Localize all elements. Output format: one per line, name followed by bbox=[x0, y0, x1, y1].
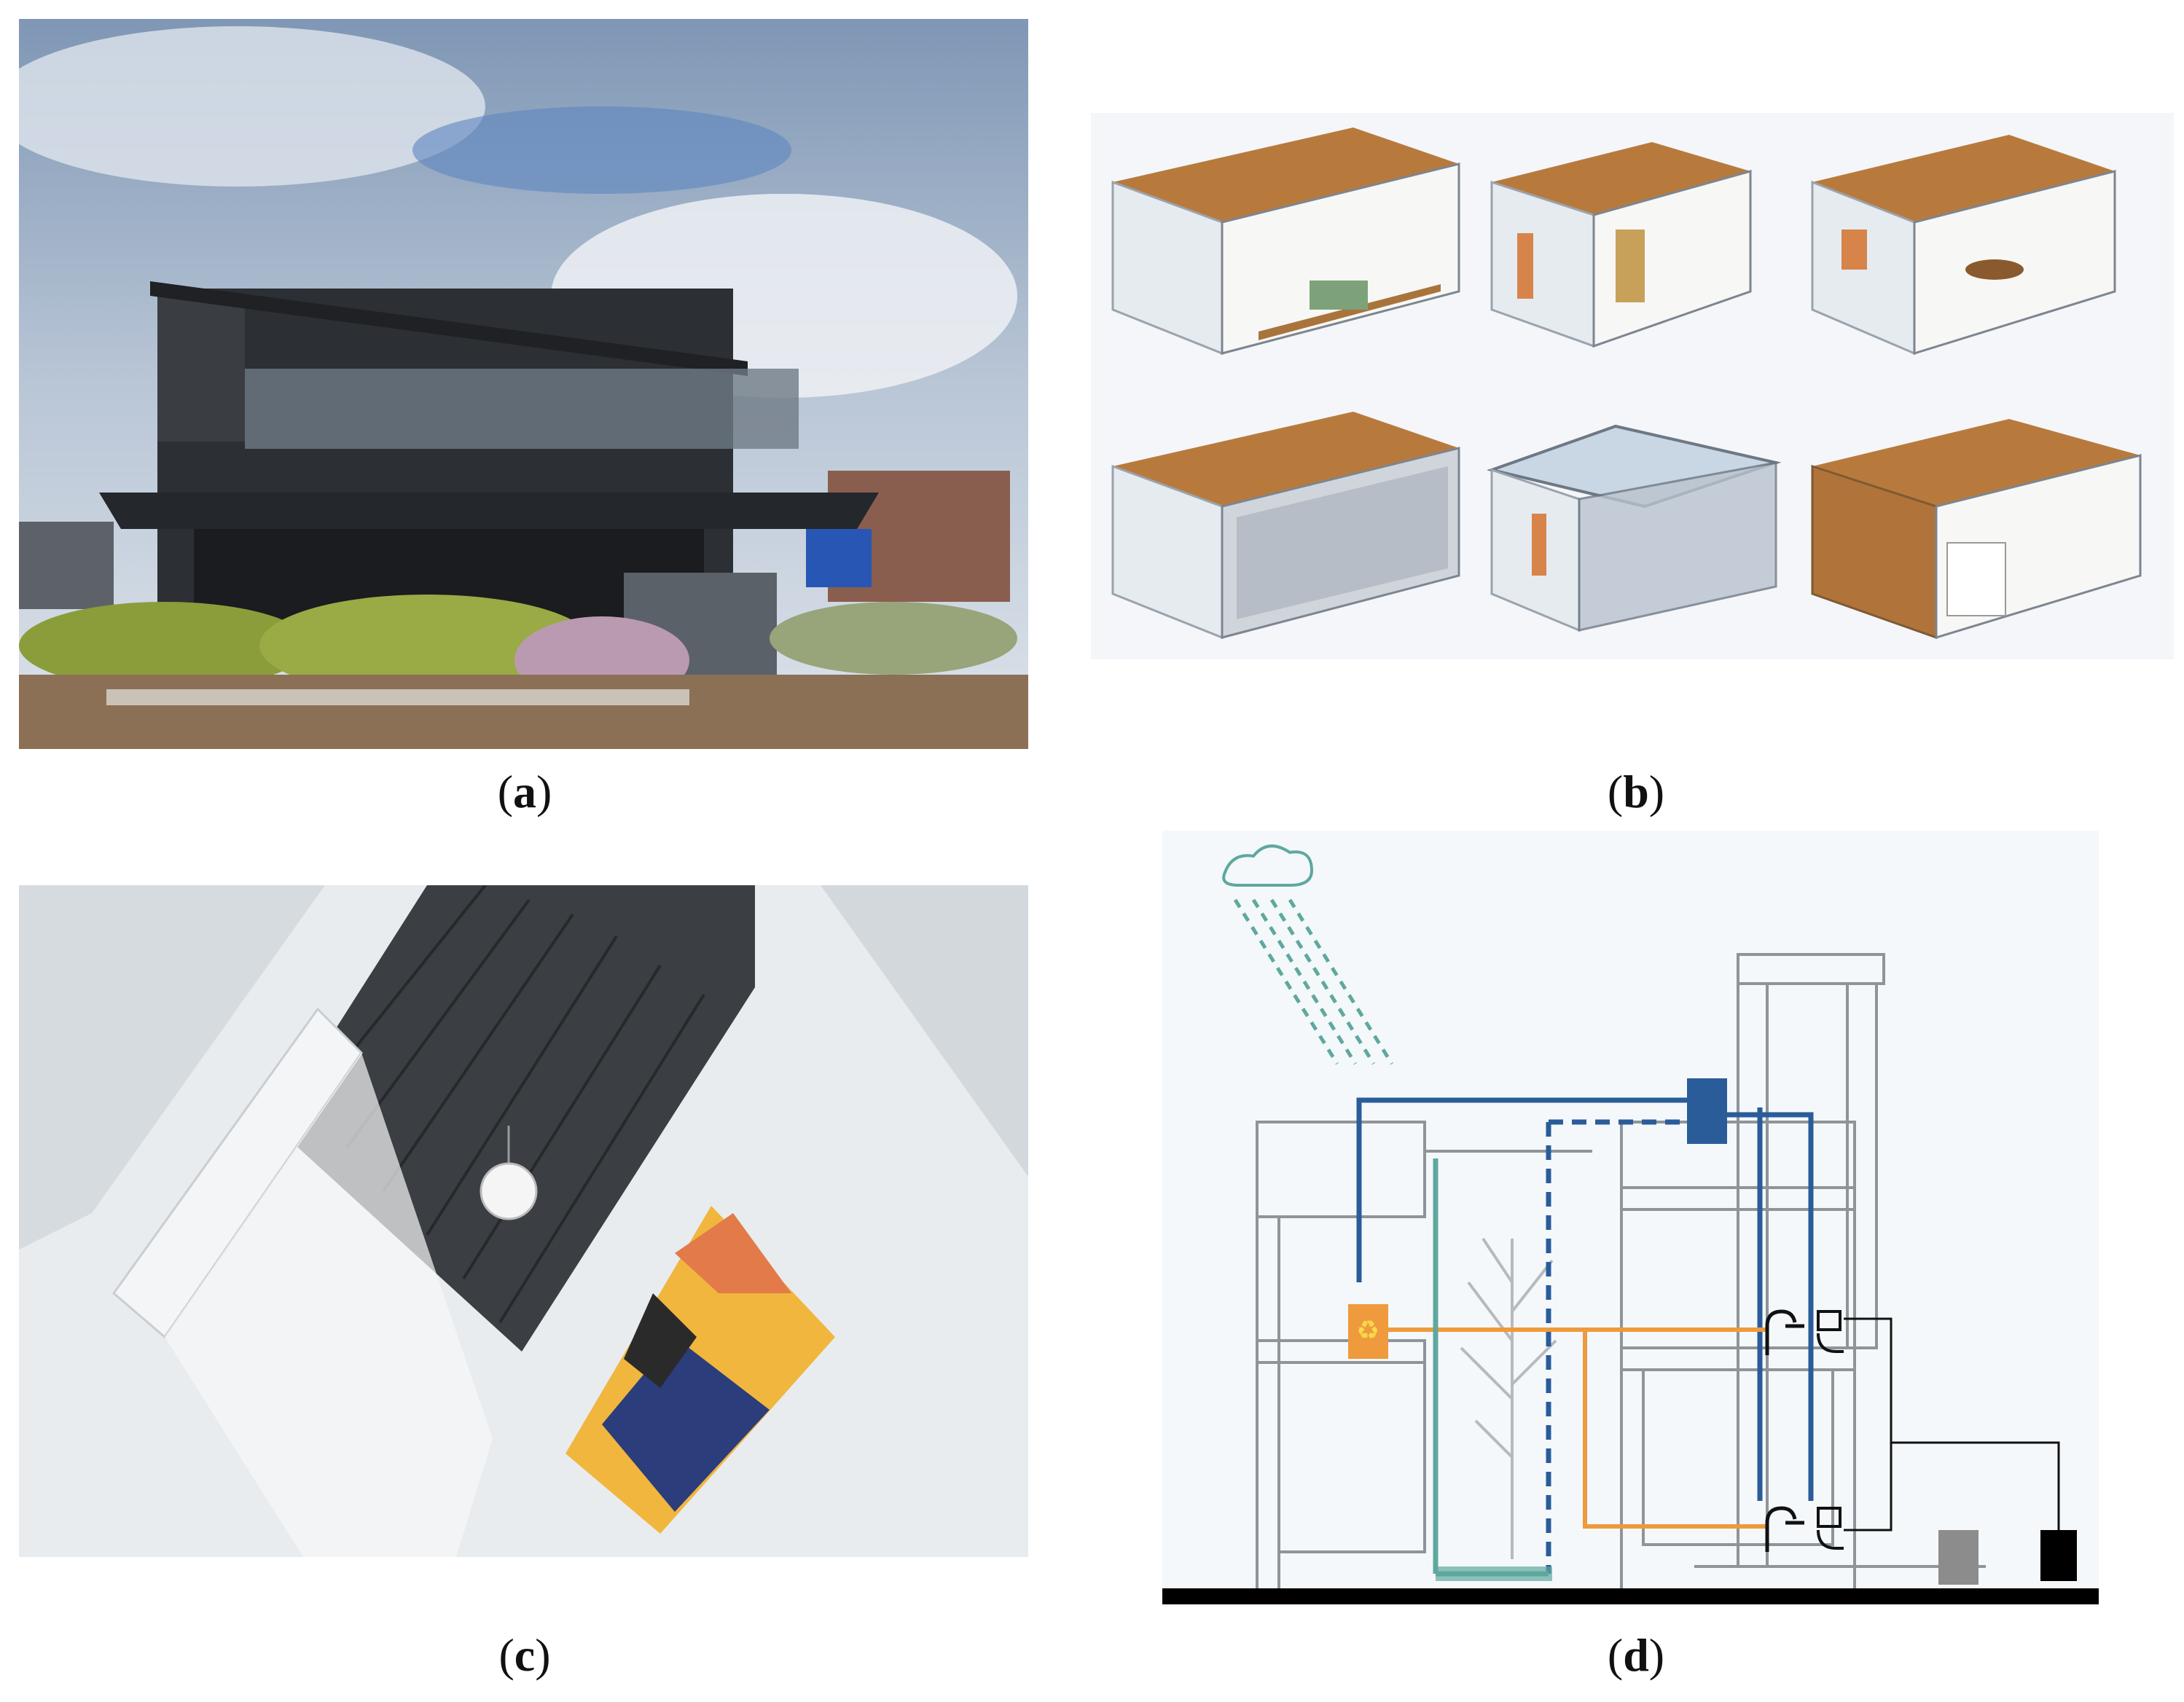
caption-b-letter: b bbox=[1623, 766, 1649, 817]
module-1 bbox=[1111, 128, 1460, 356]
panel-d-diagram: ♻ bbox=[1162, 831, 2099, 1607]
recycling-unit bbox=[1348, 1304, 1388, 1359]
shower-icon-upper bbox=[1765, 1309, 1804, 1355]
caption-c: (c) bbox=[498, 1629, 551, 1681]
tree-icon bbox=[1460, 1237, 1557, 1559]
module-4 bbox=[1111, 412, 1460, 640]
caption-a-letter: a bbox=[513, 766, 536, 817]
orange-pipes bbox=[1374, 1328, 1767, 1529]
exterior-house-illustration bbox=[19, 19, 1028, 749]
black-tank bbox=[2040, 1530, 2077, 1581]
building-section bbox=[1256, 953, 1986, 1604]
caption-d: (d) bbox=[1607, 1629, 1665, 1681]
cloud-icon bbox=[1222, 844, 1314, 887]
panel-b-modules bbox=[1091, 113, 2174, 659]
caption-d-letter: d bbox=[1623, 1629, 1649, 1681]
caption-c-letter: c bbox=[514, 1629, 536, 1681]
caption-b: (b) bbox=[1607, 766, 1665, 817]
ground-line bbox=[1162, 1588, 2099, 1604]
drain-lines bbox=[1844, 1317, 2060, 1566]
water-tank bbox=[1687, 1078, 1727, 1144]
panel-a-photo bbox=[19, 19, 1028, 749]
module-2 bbox=[1490, 142, 1752, 348]
water-system-diagram: ♻ bbox=[1162, 831, 2099, 1607]
recycle-icon: ♻ bbox=[1356, 1316, 1379, 1346]
blue-pipes bbox=[1356, 1097, 1814, 1574]
toilet-icon-upper bbox=[1817, 1310, 1844, 1353]
interior-ceiling-illustration bbox=[19, 885, 1028, 1557]
panel-c-photo bbox=[19, 885, 1028, 1557]
module-6 bbox=[1811, 419, 2142, 640]
module-3 bbox=[1811, 135, 2116, 356]
isometric-modules-illustration bbox=[1091, 113, 2174, 659]
caption-a: (a) bbox=[497, 766, 552, 817]
toilet-icon-lower bbox=[1817, 1507, 1844, 1550]
module-5 bbox=[1486, 424, 1782, 632]
grey-tank bbox=[1938, 1530, 1978, 1585]
rain-lines bbox=[1233, 898, 1394, 1065]
shower-icon-lower bbox=[1765, 1506, 1804, 1552]
